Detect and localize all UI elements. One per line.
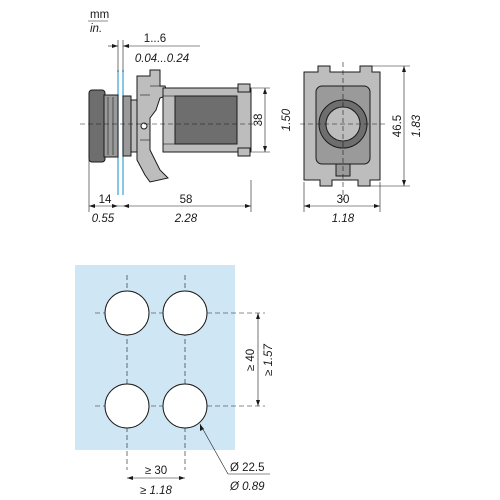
dim-hole-diameter-in: Ø 0.89 xyxy=(229,481,265,493)
dim-height-in: 1.50 xyxy=(281,108,293,131)
dim-body-depth-in: 2.28 xyxy=(174,213,198,225)
button-head xyxy=(88,89,119,163)
cutout-hole-bottom-left xyxy=(104,383,150,429)
panel-cutout: ≥ 40 ≥ 1.57 ≥ 30 ≥ 1.18 Ø 22.5 Ø 0.89 xyxy=(75,265,275,497)
cutout-hole-top-right xyxy=(162,290,208,336)
unit-mm: mm xyxy=(90,9,109,21)
dim-horizontal-spacing-mm: ≥ 30 xyxy=(145,465,167,477)
dim-body-depth-mm: 58 xyxy=(180,194,193,206)
dim-head-depth-mm: 14 xyxy=(99,194,112,206)
mounting-bracket xyxy=(136,69,169,183)
dim-vertical-spacing-in: ≥ 1.57 xyxy=(263,343,275,375)
dim-panel-thickness: 1...6 0.04...0.24 xyxy=(108,33,200,72)
dim-width-in: 1.18 xyxy=(332,213,355,225)
contact-block xyxy=(162,83,252,157)
dim-panel-range-mm: 1...6 xyxy=(144,33,166,45)
cutout-hole-bottom-right xyxy=(162,383,208,429)
fixing-collar xyxy=(122,95,138,157)
mounting-panel xyxy=(75,265,235,450)
dim-front-height-mm: 46.5 xyxy=(392,115,404,137)
dim-hole-diameter: Ø 22.5 Ø 0.89 xyxy=(199,423,270,493)
dim-depths: 14 0.55 58 2.28 xyxy=(88,160,252,225)
unit-legend: mm in. xyxy=(88,9,109,35)
dim-front-height-in: 1.83 xyxy=(411,114,423,137)
dim-front-width: 30 1.18 xyxy=(303,182,381,225)
dim-front-height: 46.5 1.83 xyxy=(370,65,423,187)
dim-side-height: 38 1.50 xyxy=(252,87,293,153)
dim-hole-diameter-mm: Ø 22.5 xyxy=(230,462,265,474)
side-view: 1...6 0.04...0.24 38 1.50 14 0.55 58 2.2… xyxy=(80,33,293,225)
dim-horizontal-spacing-in: ≥ 1.18 xyxy=(140,485,172,497)
dim-panel-range-in: 0.04...0.24 xyxy=(135,53,189,65)
cutout-hole-top-left xyxy=(104,290,150,336)
unit-in: in. xyxy=(90,23,102,35)
dim-vertical-spacing-mm: ≥ 40 xyxy=(245,349,257,371)
dim-height-mm: 38 xyxy=(253,114,265,127)
front-view: 30 1.18 46.5 1.83 xyxy=(300,62,423,225)
dim-head-depth-in: 0.55 xyxy=(92,213,115,225)
dim-width-mm: 30 xyxy=(337,194,350,206)
dim-horizontal-spacing: ≥ 30 ≥ 1.18 xyxy=(127,465,185,497)
dim-vertical-spacing: ≥ 40 ≥ 1.57 xyxy=(245,313,275,406)
